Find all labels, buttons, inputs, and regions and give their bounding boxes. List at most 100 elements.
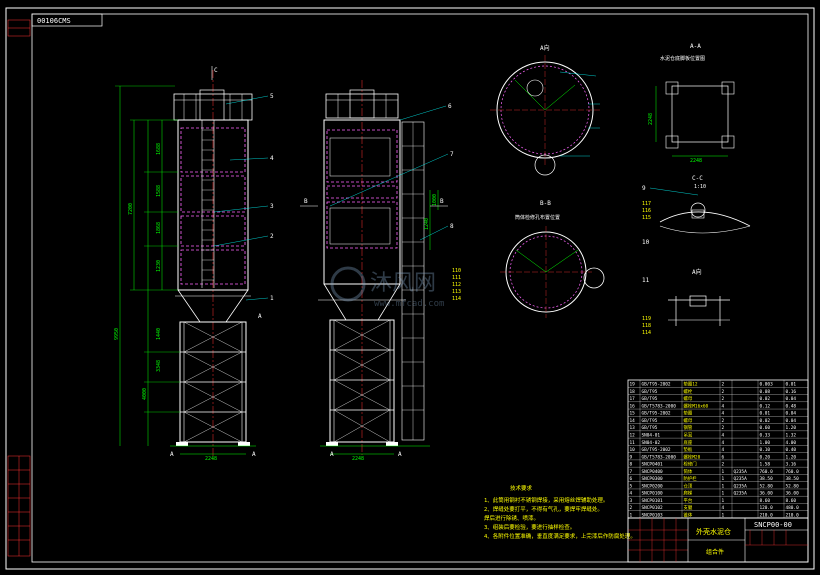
callout-6: 6 — [448, 103, 452, 110]
notes-title: 技术要求 — [510, 484, 533, 492]
bom-cell: 760.0 — [760, 469, 774, 475]
bom-cell: 3 — [630, 498, 633, 504]
bom-cell: 0.04 — [786, 418, 797, 424]
bom-cell: GB/T95 — [642, 425, 658, 431]
bom-cell: 760.0 — [786, 469, 800, 475]
dim-base-left: 2248 — [205, 456, 217, 462]
bom-cell: GB/T5783-2000 — [642, 454, 677, 460]
bom-cell: 0.01 — [760, 411, 771, 417]
front-view-left — [170, 70, 256, 460]
callout-115: 115 — [642, 215, 651, 221]
bom-cell: 筒体 — [684, 468, 693, 475]
bom-cell: 36.00 — [786, 491, 800, 497]
bom-cell: Q235A — [734, 469, 748, 475]
bom-cell: 120.0 — [760, 505, 774, 511]
bom-cell: 13 — [630, 425, 636, 431]
bom-cell: 0.04 — [786, 411, 797, 417]
bom-cell: 2 — [630, 505, 633, 511]
bom-cell: 11 — [630, 440, 636, 446]
bom-cell: 1.32 — [786, 433, 797, 439]
dim-aa-height: 2248 — [648, 113, 654, 125]
bom-cell: SN04-02 — [642, 440, 661, 446]
mark-a-right: A — [252, 451, 256, 458]
bom-cell: 18 — [630, 389, 636, 395]
bom-cell: 0.60 — [760, 425, 771, 431]
bom-cell: 4 — [722, 447, 725, 453]
bom-cell: 15 — [630, 411, 636, 417]
bom-cell: 仓顶 — [684, 482, 693, 489]
bom-cell: GB/T95-2002 — [642, 382, 671, 388]
bom-cell: 钢管 — [684, 424, 693, 431]
left-dimensions: 9950 7200 4000 1688 1588 1868 1230 1440 … — [114, 85, 256, 462]
bom-cell: 19 — [630, 382, 636, 388]
bom-cell: 2 — [722, 382, 725, 388]
dim-aa-width: 2248 — [690, 158, 702, 164]
bom-cell: 爬梯 — [684, 490, 693, 497]
note-2: 2、焊缝处要打平，不得有气孔，要焊牢焊缝处。 — [484, 505, 603, 513]
mark-b-right: B — [440, 198, 444, 205]
bom-cell: Q235A — [734, 491, 748, 497]
bom-cell: 5 — [630, 483, 633, 489]
view-cc-title: C-C — [692, 175, 703, 182]
view-aa: A-A 水泥仓底脚板位置图 2248 2248 — [648, 43, 735, 164]
bom-cell: 1.20 — [786, 425, 797, 431]
callout-118: 118 — [642, 323, 651, 329]
view-a-title: A向 — [540, 44, 550, 52]
bom-cell: 0.01 — [786, 382, 797, 388]
bom-cell: 0.08 — [760, 389, 771, 395]
bom-cell: Q235A — [734, 483, 748, 489]
bom-cell: 吊耳 — [684, 433, 693, 439]
callout-113: 113 — [452, 289, 461, 295]
note-4: 3、组装后要检验，要进行抽样检查。 — [484, 523, 575, 531]
bom-cell: 螺栓 — [684, 388, 693, 395]
dim-h5: 1230 — [156, 260, 162, 272]
bom-cell: 1 — [630, 512, 633, 518]
mark-a-cone: A — [258, 313, 262, 320]
bom-cell: 4 — [630, 491, 633, 497]
bom-cell: 2 — [722, 418, 725, 424]
bom-cell: 垫圈12 — [684, 381, 698, 388]
code-text: 00106СМS — [37, 17, 71, 25]
callout-7: 7 — [450, 151, 454, 158]
bom-cell: GB/T95-2002 — [642, 447, 671, 453]
bom-cell: SNCP0401 — [642, 462, 664, 468]
bom-cell: 支腿 — [684, 504, 693, 511]
bom-cell: 8 — [630, 462, 633, 468]
title-block: 外壳水泥仓 SNCP00-00 组合件 — [627, 517, 809, 563]
bom-cell: 38.50 — [760, 476, 774, 482]
bom-cell: 0.20 — [760, 454, 771, 460]
bom-cell: 52.80 — [760, 483, 774, 489]
bom-cell: 螺栓M16x60 — [684, 402, 709, 409]
view-aa-title: A-A — [690, 43, 701, 50]
inner-frame — [31, 13, 809, 563]
part-number: SNCP00-00 — [754, 521, 792, 529]
bom-cell: 4 — [722, 403, 725, 409]
bom-cell: 480.0 — [786, 505, 800, 511]
bom-cell: SN04-01 — [642, 433, 661, 439]
bom-cell: 1 — [722, 491, 725, 497]
bom-cell: SNCP0200 — [642, 483, 664, 489]
view-a2-title: A向 — [692, 268, 702, 276]
bom-cell: 38.50 — [786, 476, 800, 482]
bom-cell: 0.33 — [760, 433, 771, 439]
callout-5: 5 — [270, 93, 274, 100]
bom-cell: 8.60 — [760, 498, 771, 504]
code-box: 00106СМS — [31, 13, 103, 27]
callout-112: 112 — [452, 282, 461, 288]
bom-cell: 7 — [630, 469, 633, 475]
callout-2: 2 — [270, 233, 274, 240]
left-margin-block — [7, 19, 31, 557]
callout-116: 116 — [642, 208, 651, 214]
mark-a-left: A — [170, 451, 174, 458]
bom-cell: 0.16 — [786, 389, 797, 395]
view-a-detail: A向 11 119 118 114 — [642, 268, 730, 336]
mark-c-top: C — [214, 67, 218, 74]
bom-cell: GB/T95 — [642, 396, 658, 402]
bom-cell: 8.60 — [786, 498, 797, 504]
dim-total-height: 9950 — [114, 328, 120, 340]
bom-cell: GB/T95 — [642, 389, 658, 395]
bom-cell: 检修门 — [684, 461, 697, 468]
bom-cell: 1.20 — [786, 454, 797, 460]
